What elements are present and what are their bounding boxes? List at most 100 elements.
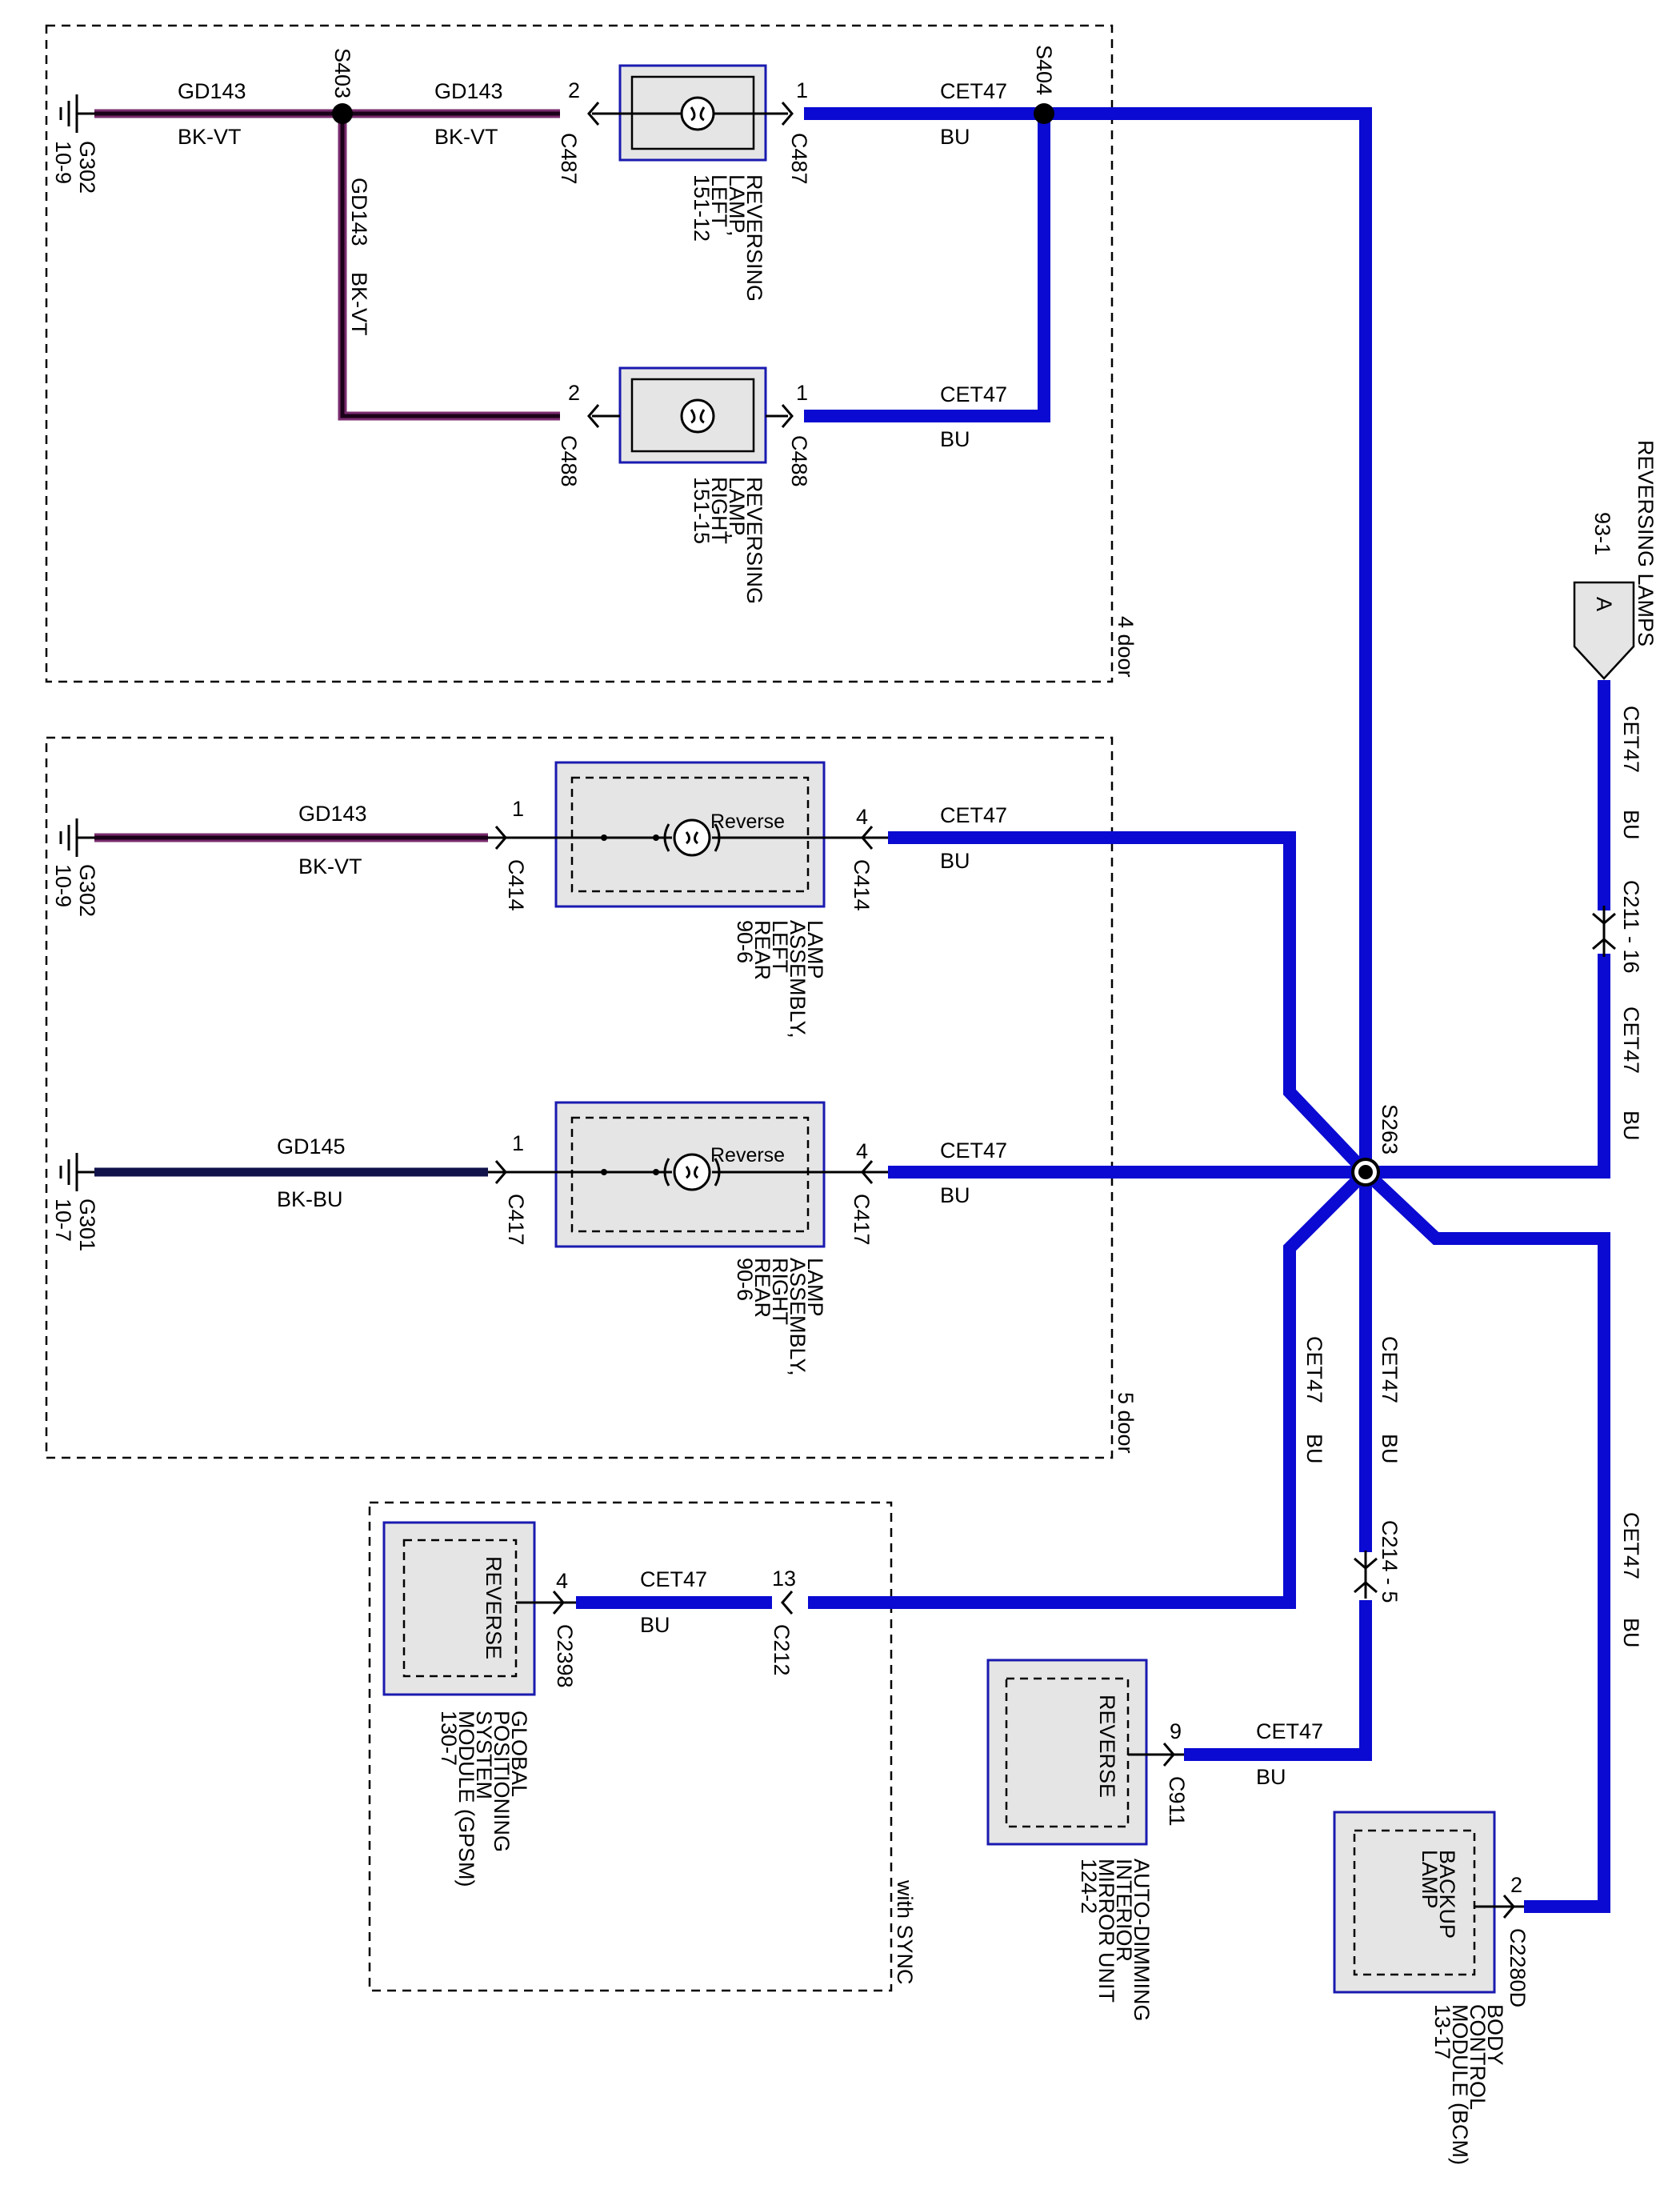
wire-cet47-s263-c212 xyxy=(808,1167,1370,1609)
bcm-inner-label-2: LAMP xyxy=(1418,1850,1442,1909)
wire-color-bu-h: BU xyxy=(1378,1434,1402,1464)
label-bcm: BODY CONTROL MODULE (BCM) 13-17 xyxy=(1430,2004,1507,2165)
connector-c214-symbol xyxy=(1354,1551,1378,1599)
svg-text:MIRROR UNIT: MIRROR UNIT xyxy=(1094,1859,1118,2003)
connector-arrow-icon xyxy=(494,826,507,850)
svg-text:90-6: 90-6 xyxy=(733,920,757,963)
connector-c414-left: C414 xyxy=(504,859,528,911)
connector-arrow-icon xyxy=(494,1160,507,1184)
ground-symbol-top xyxy=(59,94,94,133)
splice-s403-label: S403 xyxy=(330,48,354,98)
connector-arrow-icon xyxy=(861,1160,874,1184)
reference-letter: A xyxy=(1592,597,1616,611)
wire-label-gd143-c: GD143 xyxy=(298,802,367,826)
zone-sync-box xyxy=(368,1501,893,1992)
splice-s404-label: S404 xyxy=(1032,45,1056,95)
svg-text:ASSEMBLY,: ASSEMBLY, xyxy=(786,1258,810,1376)
wire-cet47-c214-c911 xyxy=(1184,1600,1372,1761)
wire-color-bu-j: BU xyxy=(1619,810,1643,840)
wire-color-bu-i: BU xyxy=(1619,1618,1643,1648)
mirror-reverse-label: REVERSE xyxy=(1095,1695,1119,1798)
ground-g302-top: G302 xyxy=(75,141,99,194)
lamp-assembly-right-rear xyxy=(488,1101,888,1248)
lamp-right-reverse-label: Reverse xyxy=(710,1144,785,1167)
wire-label-cet47-f: CET47 xyxy=(1256,1719,1323,1743)
connector-c417-left: C417 xyxy=(504,1194,528,1246)
svg-text:LAMP: LAMP xyxy=(803,920,827,979)
connector-arrow-icon xyxy=(1592,938,1616,950)
svg-text:REAR: REAR xyxy=(750,920,774,980)
ground-g302-mid-ref: 10-9 xyxy=(51,864,75,907)
svg-text:CONTROL: CONTROL xyxy=(1466,2004,1490,2110)
wire-label-cet47-e: CET47 xyxy=(640,1567,707,1591)
reference-flag[interactable] xyxy=(1573,581,1635,680)
connector-arrow-icon xyxy=(1502,1895,1515,1919)
connector-c211-symbol xyxy=(1592,906,1616,957)
wire-label-gd143-vert: GD143 xyxy=(347,178,371,246)
svg-text:MODULE (BCM): MODULE (BCM) xyxy=(1448,2004,1472,2165)
label-lamp-assembly-left: LAMP ASSEMBLY, LEFT REAR 90-6 xyxy=(733,920,827,1038)
splice-s404 xyxy=(1034,103,1054,124)
wire-color-bu-g: BU xyxy=(1302,1434,1326,1464)
ground-g302-mid: G302 xyxy=(75,864,99,917)
wire-color-bkvt-vert: BK-VT xyxy=(347,272,371,336)
connector-c417-right: C417 xyxy=(850,1194,874,1246)
svg-text:LEFT: LEFT xyxy=(707,174,731,227)
svg-text:LEFT: LEFT xyxy=(768,920,792,973)
svg-text:90-6: 90-6 xyxy=(733,1258,757,1301)
connector-arrow-icon xyxy=(1354,1581,1378,1594)
svg-text:LAMP: LAMP xyxy=(803,1258,827,1317)
connector-c2280d: C2280D xyxy=(1506,1928,1530,2007)
wire-color-bkvt-b: BK-VT xyxy=(434,125,498,149)
zone-5door-box xyxy=(45,736,1114,1459)
zone-4door-label: 4 door xyxy=(1114,616,1138,678)
wire-color-bu-k: BU xyxy=(1619,1111,1643,1141)
connector-arrow-icon xyxy=(1592,912,1616,925)
connector-arrow-icon xyxy=(781,102,794,126)
wire-label-cet47-h: CET47 xyxy=(1378,1336,1402,1403)
connector-c487-left: C487 xyxy=(557,133,581,185)
connector-arrow-icon xyxy=(1354,1557,1378,1570)
wire-cet47-s404-s263 xyxy=(1044,107,1372,1172)
connector-c212: C212 xyxy=(770,1624,794,1676)
pin-9-c911: 9 xyxy=(1170,1719,1182,1743)
wire-color-bkvt-a: BK-VT xyxy=(178,125,242,149)
wire-cet47-s263-c2280d xyxy=(1361,1167,1610,1913)
connector-arrow-icon xyxy=(781,1591,794,1615)
connector-c2398: C2398 xyxy=(553,1624,577,1688)
svg-text:124-2: 124-2 xyxy=(1077,1859,1101,1914)
body-control-module xyxy=(1333,1811,1524,1994)
bulb-icon xyxy=(673,818,711,857)
pin-1-c417: 1 xyxy=(512,1131,524,1155)
wire-color-bu-f: BU xyxy=(1256,1765,1286,1789)
connector-arrow-icon xyxy=(552,1591,565,1615)
reference-page: 93-1 xyxy=(1590,512,1614,555)
connector-c488-left: C488 xyxy=(557,435,581,487)
connector-arrow-icon xyxy=(861,826,874,850)
bulb-icon xyxy=(680,398,715,434)
connector-c211: C211 - 16 xyxy=(1619,880,1643,974)
zone-5door-label: 5 door xyxy=(1114,1392,1138,1454)
svg-text:LAMP,: LAMP, xyxy=(725,477,749,539)
connector-arrow-icon xyxy=(587,404,600,428)
bulb-icon xyxy=(673,1153,711,1191)
connector-c414-right: C414 xyxy=(850,859,874,911)
svg-text:LAMP,: LAMP, xyxy=(725,174,749,237)
connector-arrow-icon xyxy=(1162,1743,1175,1767)
reference-title: REVERSING LAMPS xyxy=(1634,440,1658,646)
pin-2-c2280d: 2 xyxy=(1510,1873,1522,1897)
wire-color-bkvt-c: BK-VT xyxy=(298,854,362,878)
reversing-lamp-right xyxy=(587,366,794,464)
splice-s263-label: S263 xyxy=(1378,1104,1402,1155)
splice-s403 xyxy=(332,103,353,124)
wire-label-cet47-a: CET47 xyxy=(940,79,1007,103)
svg-text:RIGHT: RIGHT xyxy=(768,1258,792,1325)
zone-4door-box xyxy=(45,24,1114,683)
label-reversing-lamp-left: REVERSING LAMP, LEFT 151-12 xyxy=(690,174,766,302)
pin-2-c487: 2 xyxy=(568,78,580,102)
wire-label-cet47-b: CET47 xyxy=(940,382,1007,406)
pin-4-c2398: 4 xyxy=(556,1569,568,1593)
label-gpsm: GLOBAL POSITIONING SYSTEM MODULE (GPSM) … xyxy=(437,1711,531,1887)
wire-label-gd143-a: GD143 xyxy=(178,79,246,103)
